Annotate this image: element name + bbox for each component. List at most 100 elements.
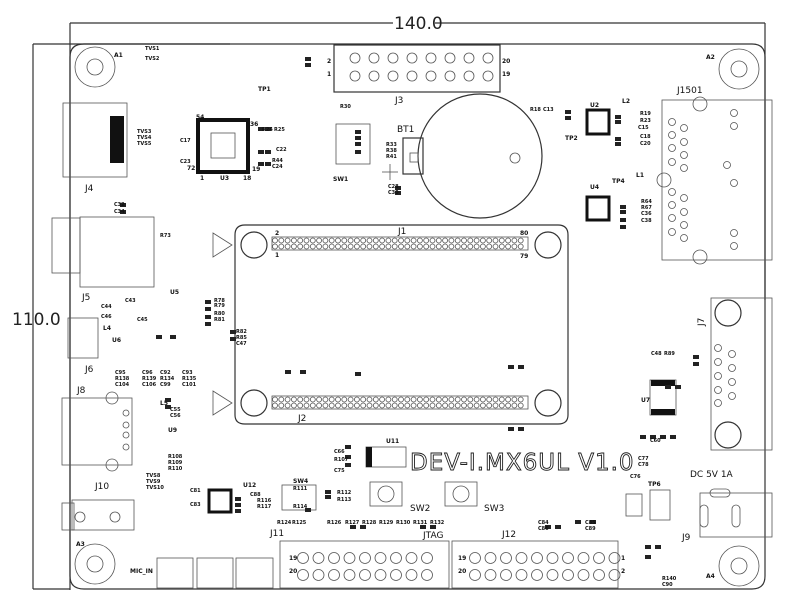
smd-pad — [345, 463, 351, 467]
passive-label: R139 — [142, 376, 157, 382]
chip-u6-label: U6 — [112, 337, 121, 344]
passive-label: C95 — [115, 370, 126, 376]
passive-label: R135 — [182, 376, 197, 382]
passive-label: C13 — [543, 107, 554, 113]
smd-pad — [420, 525, 426, 529]
pin — [385, 243, 392, 250]
smd-pad — [518, 365, 524, 369]
pin — [531, 569, 543, 581]
pin — [328, 402, 335, 409]
pin — [416, 237, 423, 244]
board-outline — [69, 43, 766, 590]
pin — [374, 569, 387, 581]
smd-pad — [120, 210, 126, 214]
pin — [680, 221, 688, 229]
pin — [423, 402, 430, 409]
pin — [322, 402, 329, 409]
smd-pad — [235, 509, 241, 513]
pin — [486, 396, 493, 403]
pin — [309, 243, 316, 250]
pin — [461, 402, 467, 409]
pin — [730, 229, 738, 237]
pin — [668, 144, 676, 152]
pin — [347, 243, 354, 250]
pin — [368, 70, 380, 82]
pin — [608, 552, 621, 564]
pin — [546, 569, 559, 581]
pin — [500, 552, 512, 564]
passive-label: R107 — [334, 457, 349, 463]
smd-pad — [620, 210, 626, 214]
fuse-component — [649, 489, 671, 521]
passive-label: C45 — [137, 317, 148, 323]
passive-label: R79 — [214, 303, 225, 309]
passive-label: R18 — [530, 107, 541, 113]
svg-text:36: 36 — [250, 121, 258, 128]
pin — [359, 569, 371, 581]
pin — [429, 396, 436, 403]
pin — [312, 569, 325, 581]
switch-sw2[interactable]: SW2 — [369, 481, 430, 514]
connector-j7: J7 — [697, 297, 773, 451]
smd-pad — [355, 130, 361, 134]
passive-label: R114 — [293, 504, 308, 510]
pin — [423, 396, 430, 403]
pin — [423, 237, 430, 244]
svg-text:J5: J5 — [81, 293, 90, 303]
pin — [374, 552, 387, 564]
svg-text:U4: U4 — [590, 184, 599, 191]
passive-label: R130 — [396, 520, 411, 526]
chip-u11: U11 — [365, 438, 407, 468]
pin — [442, 396, 449, 403]
pin — [680, 124, 688, 132]
svg-text:J1501: J1501 — [676, 86, 703, 96]
pin — [421, 569, 433, 581]
pin — [577, 569, 590, 581]
pin — [680, 164, 688, 172]
l1-label: L1 — [636, 172, 644, 179]
passive-label: C43 — [125, 298, 136, 304]
pin — [461, 237, 467, 244]
passive-label: C23 — [180, 159, 191, 165]
passive-label: R128 — [362, 520, 377, 526]
pin — [406, 52, 418, 64]
pin — [467, 402, 474, 409]
pin — [343, 552, 356, 564]
passive-label: R19 — [640, 111, 651, 117]
pin — [328, 243, 335, 250]
passive-label: R111 — [293, 486, 308, 492]
smd-pad — [395, 186, 401, 190]
smd-pad — [620, 218, 626, 222]
chip-u2: U2 — [585, 102, 611, 136]
svg-text:U2: U2 — [590, 102, 599, 109]
pin — [406, 70, 418, 82]
passive-label: C15 — [638, 125, 649, 131]
smd-pad — [615, 120, 621, 124]
pin — [668, 214, 676, 222]
connector-j3: J3 20 19 2 1 — [327, 44, 510, 106]
switch-sw3[interactable]: SW3 — [444, 481, 504, 514]
pin — [517, 243, 524, 250]
pin — [454, 396, 461, 403]
pin — [404, 402, 411, 409]
chip-u9-label: U9 — [168, 427, 177, 434]
pin — [278, 237, 285, 244]
pin — [463, 70, 475, 82]
pin — [353, 237, 360, 244]
pin — [328, 396, 335, 403]
pin — [723, 161, 731, 169]
passive-label: C83 — [190, 502, 201, 508]
svg-text:J3: J3 — [394, 96, 403, 106]
pin — [366, 237, 373, 244]
connector-j11: J11 19 20 JTAG — [269, 529, 450, 589]
pin — [498, 402, 505, 409]
smd-pad — [655, 545, 661, 549]
smd-pad — [170, 335, 176, 339]
pin — [467, 396, 474, 403]
svg-text:54: 54 — [196, 114, 204, 121]
svg-text:A4: A4 — [706, 573, 715, 580]
pin — [404, 243, 411, 250]
pin — [484, 569, 497, 581]
pin — [425, 70, 437, 82]
pin — [347, 237, 354, 244]
